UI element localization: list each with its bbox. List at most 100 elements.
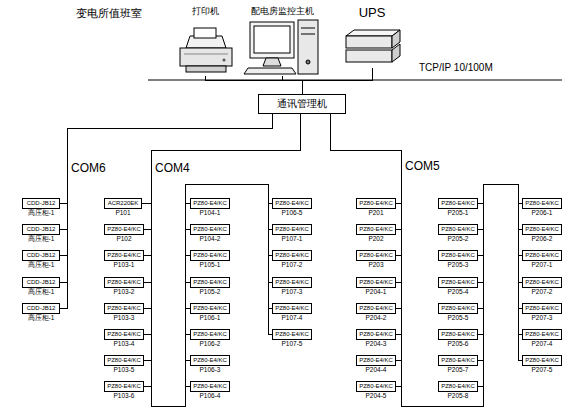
meter-device: CDD-JB12高压柜-1 (22, 198, 60, 217)
device-tag: P105-1 (190, 261, 230, 269)
model-text: PZ80-E4/KC (104, 303, 144, 314)
device-tag: P107-5 (272, 340, 312, 348)
model-text: PZ80-E4/KC (272, 277, 312, 288)
meter-device: PZ80-E4/KCP104-1 (190, 198, 230, 217)
model-text: PZ80-E4/KC (438, 381, 478, 392)
meter-device: PZ80-E4/KCP204-4 (356, 355, 396, 374)
model-text: PZ80-E4/KC (438, 329, 478, 340)
model-text: PZ80-E4/KC (356, 329, 396, 340)
model-text: PZ80-E4/KC (104, 277, 144, 288)
model-text: PZ80-E4/KC (356, 355, 396, 366)
bus-connector (330, 114, 483, 406)
bus-connector (144, 114, 300, 230)
device-tag: 高压柜-1 (22, 288, 60, 296)
device-tag: P102 (104, 235, 144, 243)
model-text: CDD-JB12 (22, 198, 60, 209)
port-label: COM6 (70, 162, 107, 175)
model-text: PZ80-E4/KC (438, 224, 478, 235)
device-caption: UPS (338, 6, 406, 20)
device-tag: 高压柜-1 (22, 314, 60, 322)
room-title: 变电所值班室 (76, 6, 142, 21)
model-text: CDD-JB12 (22, 250, 60, 261)
meter-device: PZ80-E4/KCP107-4 (272, 303, 312, 322)
meter-device: PZ80-E4/KCP203 (356, 250, 396, 269)
meter-device: PZ80-E4/KCP107-3 (272, 277, 312, 296)
meter-device: PZ80-E4/KCP102 (104, 224, 144, 243)
model-text: PZ80-E4/KC (356, 277, 396, 288)
device-tag: P207-5 (522, 366, 562, 374)
device-tag: P103-3 (104, 314, 144, 322)
model-text: CDD-JB12 (22, 303, 60, 314)
device-tag: P204-2 (356, 314, 396, 322)
device-tag: P205-2 (438, 235, 478, 243)
device-tag: P204-3 (356, 340, 396, 348)
meter-device: PZ80-E4/KCP205-2 (438, 224, 478, 243)
device-tag: P107-4 (272, 314, 312, 322)
device-tag: P106-2 (190, 340, 230, 348)
bus-connector (330, 114, 483, 406)
meter-device: PZ80-E4/KCP107-5 (272, 329, 312, 348)
model-text: PZ80-E4/KC (272, 329, 312, 340)
meter-device: PZ80-E4/KCP206-1 (522, 198, 562, 217)
device-tag: P205-1 (438, 209, 478, 217)
device-tag: P107-2 (272, 261, 312, 269)
port-label: COM4 (154, 162, 191, 175)
device-tag: P204-1 (356, 288, 396, 296)
bus-connector (330, 114, 401, 308)
model-text: CDD-JB12 (22, 224, 60, 235)
bus-connector (330, 114, 483, 406)
bus-connector (60, 114, 272, 308)
bus-connector (60, 114, 272, 282)
bus-connector (330, 114, 401, 387)
meter-device: PZ80-E4/KCP205-6 (438, 329, 478, 348)
model-text: PZ80-E4/KC (190, 381, 230, 392)
meter-device: PZ80-E4/KCP105-2 (190, 277, 230, 296)
model-text: PZ80-E4/KC (272, 198, 312, 209)
printer-icon (180, 28, 232, 72)
model-text: PZ80-E4/KC (438, 303, 478, 314)
model-text: PZ80-E4/KC (190, 355, 230, 366)
bus-connector (60, 114, 272, 256)
model-text: PZ80-E4/KC (522, 277, 562, 288)
model-text: PZ80-E4/KC (190, 277, 230, 288)
model-text: PZ80-E4/KC (104, 329, 144, 340)
model-text: PZ80-E4/KC (190, 224, 230, 235)
device-tag: P107-1 (272, 235, 312, 243)
device-tag: P105-2 (190, 288, 230, 296)
bus-connector (330, 114, 401, 282)
meter-device: PZ80-E4/KCP107-2 (272, 250, 312, 269)
model-text: PZ80-E4/KC (356, 224, 396, 235)
model-text: PZ80-E4/KC (104, 355, 144, 366)
host-computer-icon (244, 20, 318, 74)
device-tag: P103-4 (104, 340, 144, 348)
meter-device: PZ80-E4/KCP205-8 (438, 381, 478, 400)
model-text: PZ80-E4/KC (522, 303, 562, 314)
meter-device: PZ80-E4/KCP202 (356, 224, 396, 243)
meter-device: PZ80-E4/KCP103-3 (104, 303, 144, 322)
bus-connector (330, 114, 401, 230)
device-tag: P101 (104, 209, 142, 217)
device-tag: P204-4 (356, 366, 396, 374)
bus-connector (330, 114, 401, 204)
model-text: PZ80-E4/KC (272, 224, 312, 235)
meter-device: PZ80-E4/KCP204-1 (356, 277, 396, 296)
bus-connector (330, 114, 401, 256)
device-tag: P104-1 (190, 209, 230, 217)
meter-device: PZ80-E4/KCP204-2 (356, 303, 396, 322)
meter-device: PZ80-E4/KCP204-3 (356, 329, 396, 348)
meter-device: PZ80-E4/KCP207-4 (522, 329, 562, 348)
meter-device: PZ80-E4/KCP207-2 (522, 277, 562, 296)
model-text: PZ80-E4/KC (438, 250, 478, 261)
meter-device: PZ80-E4/KCP106-1 (190, 303, 230, 322)
bus-connector (302, 68, 372, 94)
meter-device: PZ80-E4/KCP205-5 (438, 303, 478, 322)
bus-connector (330, 114, 483, 406)
device-tag: P202 (356, 235, 396, 243)
port-label: COM5 (404, 160, 441, 173)
bus-connector (60, 114, 272, 230)
device-tag: P205-7 (438, 366, 478, 374)
printer-node: 打印机 (172, 6, 238, 76)
model-text: PZ80-E4/KC (104, 381, 144, 392)
meter-device: PZ80-E4/KCP103-1 (104, 250, 144, 269)
